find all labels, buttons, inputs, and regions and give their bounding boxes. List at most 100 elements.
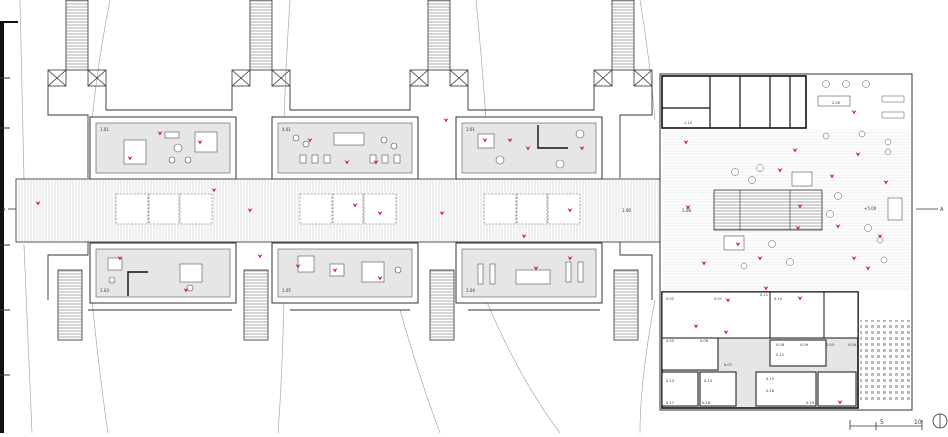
person-marker [197,140,203,145]
person-marker [439,211,445,216]
svg-text:0.10: 0.10 [774,297,783,301]
person-marker [377,211,383,216]
person-marker [257,254,263,259]
upper-stairs [65,0,635,71]
person-marker [482,138,488,143]
scale-bar: 5 10 [849,419,923,430]
person-marker [763,286,769,291]
hall-bottom-rooms [661,291,859,409]
north-arrow-icon [932,413,948,429]
person-marker [795,226,801,231]
svg-text:0.04: 0.04 [848,343,857,347]
person-marker [683,140,689,145]
pod-furniture [107,129,585,292]
person-marker [777,168,783,173]
person-marker [855,152,861,157]
person-marker [332,268,338,273]
svg-text:0.01: 0.01 [714,297,722,301]
section-marker-left: A [2,207,6,213]
person-marker [723,330,729,335]
section-marker-right: A [940,207,944,213]
person-marker [757,256,763,261]
level-tag: +5.00 [864,206,877,211]
pod-bottom-2-label: 1.05 [282,288,291,293]
hall-tag: 1.08 [682,208,691,213]
person-marker [877,234,883,239]
svg-text:0.13: 0.13 [666,379,674,383]
svg-text:0.11: 0.11 [760,293,768,297]
person-marker [352,203,358,208]
person-marker [685,205,691,210]
pod-labels: 1.01 4.01 3.01 1.03 1.05 3.04 [100,127,475,293]
person-marker [579,146,585,151]
pod-bottom-1 [89,242,237,304]
scale-tick-5: 5 [880,419,884,426]
person-marker [533,266,539,271]
person-marker [183,288,189,293]
person-marker [835,224,841,229]
person-marker [883,180,889,185]
bridge [15,178,667,243]
elevator-boxes [47,69,653,87]
svg-text:1.10: 1.10 [684,121,693,125]
person-marker [127,156,133,161]
svg-text:0.18: 0.18 [702,401,711,405]
person-marker [567,256,573,261]
svg-text:0.17: 0.17 [666,401,674,405]
person-marker [797,296,803,301]
person-marker [35,201,41,206]
person-marker [735,242,741,247]
person-marker [211,188,217,193]
person-marker [295,264,301,269]
person-marker [829,174,835,179]
person-marker [521,234,527,239]
svg-text:0.08: 0.08 [776,343,785,347]
platform-walls [47,86,653,311]
section-markers: A A [2,207,944,213]
person-marker [567,208,573,213]
svg-text:0.19: 0.19 [806,401,815,405]
left-boundary [0,21,18,433]
person-marker [157,131,163,136]
hall-top-rooms [661,75,807,129]
person-marker [797,204,803,209]
pod-top-2-label: 4.01 [282,127,291,132]
svg-text:2.00: 2.00 [832,101,841,105]
bridge-right-tag: 1.06 [622,208,631,213]
pod-bottom-1-label: 1.03 [100,288,109,293]
svg-text:0.06: 0.06 [700,339,709,343]
person-marker [247,208,253,213]
person-marker [693,324,699,329]
person-marker [725,298,731,303]
svg-text:0.15: 0.15 [766,377,774,381]
person-marker [837,400,843,405]
person-marker [701,261,707,266]
svg-text:0.09: 0.09 [800,343,809,347]
bridge-tags: 1.06 1.08 +5.00 [622,206,877,213]
pod-top-1-label: 1.01 [100,127,109,132]
svg-text:0.12: 0.12 [776,353,784,357]
person-marker [507,138,513,143]
svg-text:0.03: 0.03 [826,343,834,347]
svg-text:0.14: 0.14 [704,379,713,383]
person-marker [307,138,313,143]
pod-bottom-2 [271,242,419,304]
svg-text:0.05: 0.05 [666,339,674,343]
pod-bottom-3-label: 3.04 [466,288,475,293]
cafe-seating [731,80,905,270]
svg-text:0.07: 0.07 [724,363,732,367]
pod-top-3-label: 3.01 [466,127,475,132]
svg-text:0.16: 0.16 [766,389,775,393]
track-lines [19,0,656,434]
person-marker [865,266,871,271]
person-marker [344,160,350,165]
hall-tags: 1.10 2.00 0.02 0.01 0.11 0.10 0.05 0.06 … [666,101,857,405]
person-marker [377,276,383,281]
svg-text:0.02: 0.02 [666,297,674,301]
lower-stairs [57,269,639,341]
person-marker [373,160,379,165]
auditorium-seats [860,320,910,402]
person-marker [792,148,798,153]
person-marker [117,256,123,261]
